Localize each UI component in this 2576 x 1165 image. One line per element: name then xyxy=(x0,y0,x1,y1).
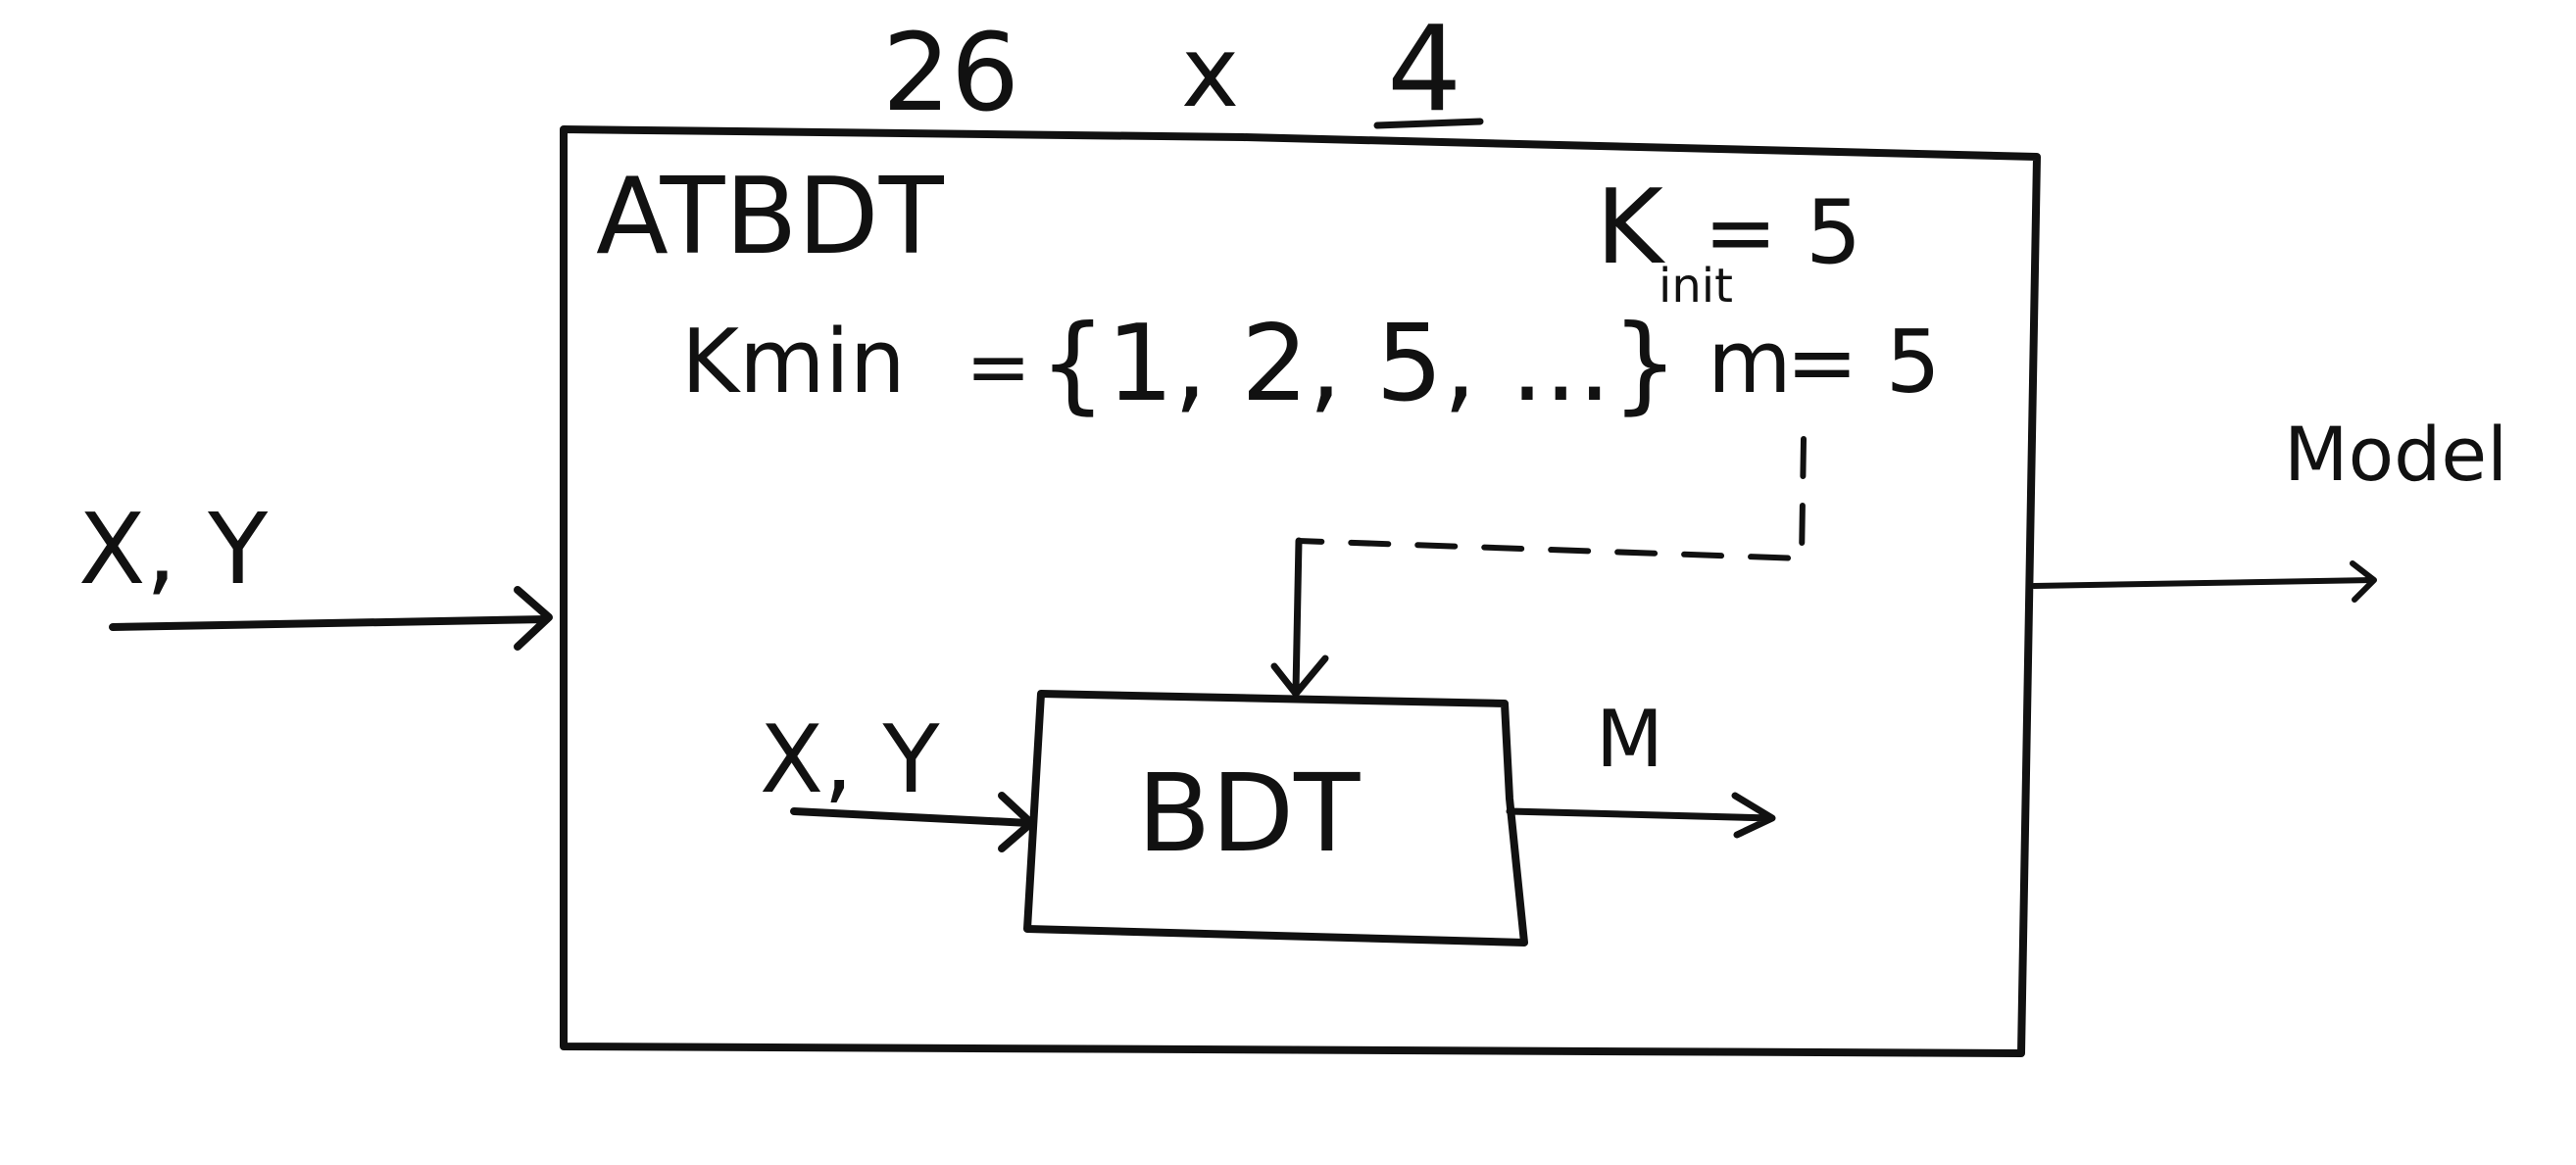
inner-input-label: X, Y xyxy=(760,706,940,814)
outer-output-arrow xyxy=(2031,560,2377,603)
outer-output-label: Model xyxy=(2284,411,2507,498)
kmin-symbol: Kmin xyxy=(681,311,906,413)
m-value: = 5 xyxy=(1786,312,1941,413)
k-init-param: K init = 5 xyxy=(1596,168,1861,314)
m-symbol: m xyxy=(1708,312,1792,413)
inner-block-frame xyxy=(1023,690,1528,947)
k-init-symbol: K xyxy=(1596,168,1666,287)
inner-output-arrow xyxy=(1506,792,1776,839)
k-init-value: = 5 xyxy=(1704,181,1861,284)
dimension-times: x xyxy=(1181,15,1239,129)
m-param: m = 5 xyxy=(1708,312,1941,413)
dimension-cols: 4 xyxy=(1387,2,1461,138)
dimension-rows: 26 xyxy=(882,10,1019,135)
inner-input-arrow xyxy=(790,792,1035,852)
outer-input-arrow xyxy=(109,586,553,651)
kmin-equals: = xyxy=(966,321,1031,413)
outer-input-label: X, Y xyxy=(78,492,269,607)
dimension-label: 26 x 4 xyxy=(882,2,1484,138)
outer-block-frame xyxy=(560,125,2041,1057)
inner-output-label: M xyxy=(1596,694,1663,785)
kmin-set: {1, 2, 5, ...} xyxy=(1039,303,1679,425)
outer-block-title: ATBDT xyxy=(596,156,945,278)
inner-block-label: BDT xyxy=(1137,751,1361,876)
param-down-arrow xyxy=(1270,537,1329,698)
dimension-cols-underline xyxy=(1373,118,1484,129)
kmin-param: Kmin = {1, 2, 5, ...} xyxy=(681,303,1679,425)
param-dashed-line xyxy=(1296,436,1807,561)
k-init-subscript: init xyxy=(1659,259,1733,314)
